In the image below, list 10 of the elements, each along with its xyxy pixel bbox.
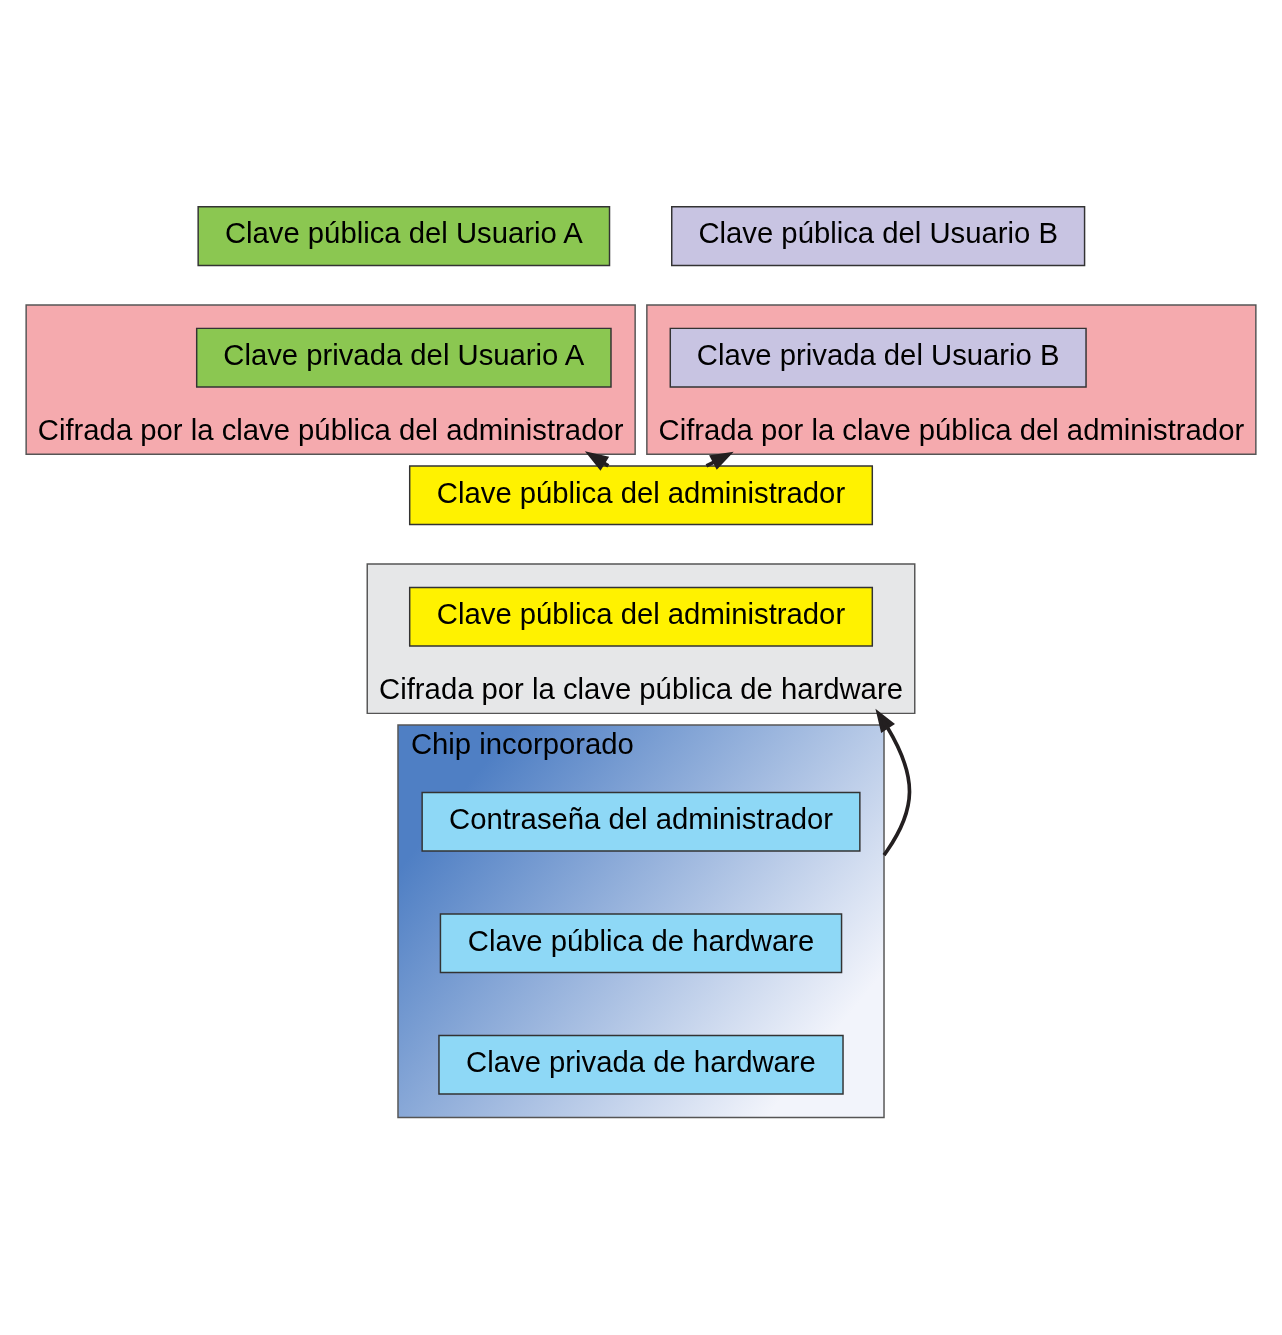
arrow — [875, 708, 912, 856]
node-box: Clave pública de hardware — [439, 912, 843, 973]
node-box: Clave privada de hardware — [438, 1034, 844, 1095]
node-box: Clave pública del Usuario A — [197, 205, 611, 266]
node-box: Clave privada del Usuario A — [195, 327, 612, 388]
node-box: Contraseña del administrador — [421, 791, 861, 852]
node-box: Clave privada del Usuario B — [669, 327, 1087, 388]
node-box: Clave pública del administrador — [408, 464, 874, 525]
node-box: Clave pública del Usuario B — [671, 205, 1086, 266]
node-box: Clave pública del administrador — [408, 586, 874, 647]
